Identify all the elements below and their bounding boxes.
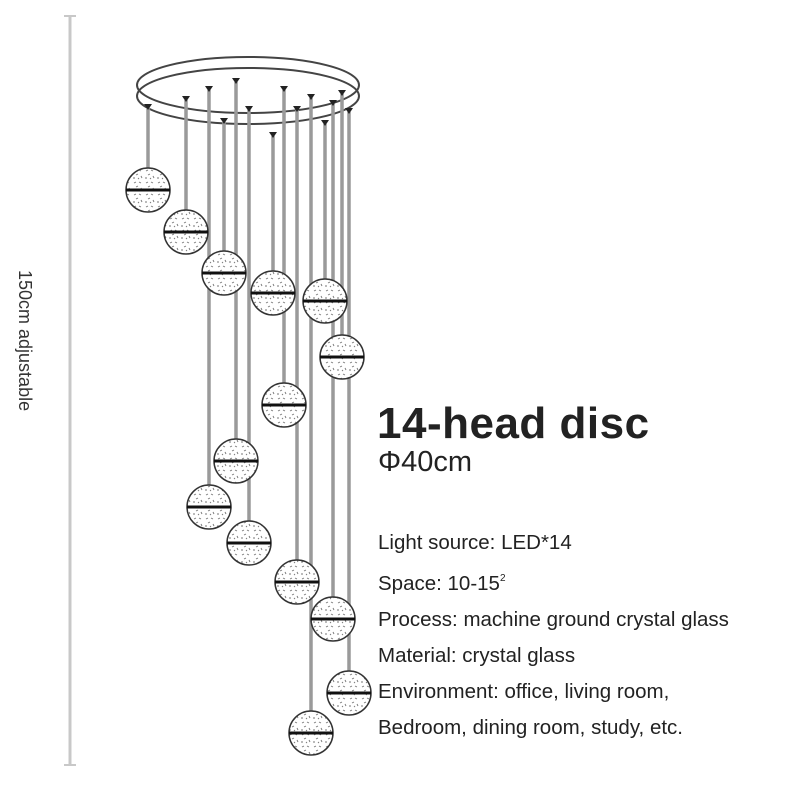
height-label: 150cm adjustable: [15, 270, 35, 412]
crystal-ball-11: [274, 559, 320, 605]
spec-space: Space: 10-152: [378, 561, 729, 602]
crystal-ball-12: [310, 596, 356, 642]
product-diameter: Φ40cm: [378, 446, 473, 478]
crystal-ball-9: [186, 484, 232, 530]
crystal-ball-13: [326, 670, 372, 716]
spec-list: Light source: LED*14 Space: 10-152 Proce…: [378, 525, 729, 746]
crystal-balls: [125, 167, 372, 756]
crystal-ball-5: [302, 278, 348, 324]
crystal-ball-3: [201, 250, 247, 296]
spec-space-superscript: 2: [499, 573, 506, 584]
crystal-ball-10: [226, 520, 272, 566]
crystal-ball-14: [288, 710, 334, 756]
crystal-ball-1: [125, 167, 171, 213]
cable-caps: [144, 78, 353, 138]
spec-material: Material: crystal glass: [378, 644, 576, 667]
crystal-ball-7: [261, 382, 307, 428]
spec-process: Process: machine ground crystal glass: [378, 608, 729, 631]
crystal-ball-8: [213, 438, 259, 484]
product-title: 14-head disc: [377, 399, 650, 448]
spec-environment-continued: Bedroom, dining room, study, etc.: [378, 716, 683, 739]
crystal-ball-2: [163, 209, 209, 255]
spec-light-source: Light source: LED*14: [378, 531, 572, 554]
crystal-ball-6: [319, 334, 365, 380]
crystal-ball-4: [250, 270, 296, 316]
spec-space-text: Space: 10-15: [378, 572, 500, 595]
spec-environment: Environment: office, living room,: [378, 680, 670, 703]
height-dimension-line: [64, 15, 76, 766]
